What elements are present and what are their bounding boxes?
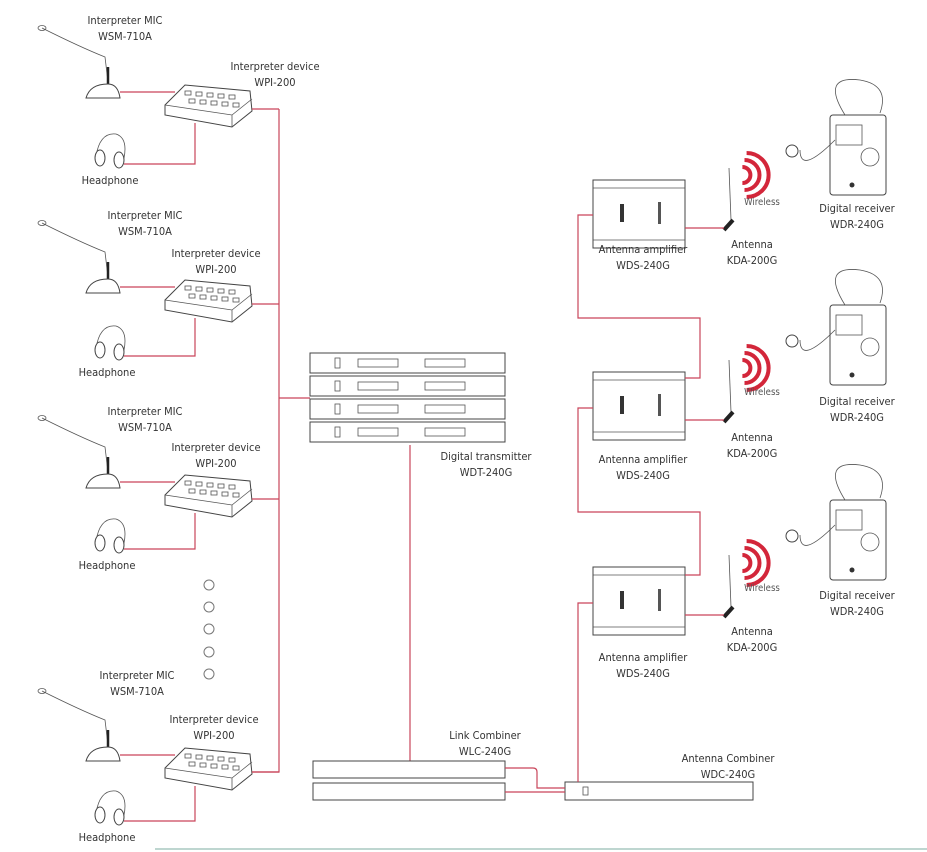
antenna-model: KDA-200G (727, 254, 778, 267)
link-combiner-unit (312, 760, 506, 779)
antenna-amplifier-label: Antenna amplifier (599, 243, 689, 256)
mic-model: WSM-710A (110, 685, 164, 698)
antenna-amplifier-icon (592, 371, 686, 441)
headphone-label: Headphone (79, 366, 136, 379)
antenna-amplifier-model: WDS-240G (616, 259, 670, 272)
earphone-icon (785, 144, 799, 158)
device-label: Interpreter device (171, 441, 260, 454)
headphone-icon (94, 518, 126, 554)
more-stations-dot (203, 601, 215, 613)
transmitter-unit (309, 398, 506, 420)
device-model: WPI-200 (195, 263, 236, 276)
headphone-icon (94, 133, 126, 169)
antenna-icon (722, 359, 735, 424)
antenna-icon (722, 167, 735, 232)
more-stations-dot (203, 646, 215, 658)
wireless-label: Wireless (744, 583, 780, 594)
more-stations-dot (203, 623, 215, 635)
mic-label: Interpreter MIC (108, 405, 183, 418)
interpreter-device-icon (164, 84, 253, 128)
receiver-model: WDR-240G (830, 411, 884, 424)
antenna-label: Antenna (731, 431, 773, 444)
wireless-label: Wireless (744, 387, 780, 398)
device-label: Interpreter device (171, 247, 260, 260)
receiver-model: WDR-240G (830, 605, 884, 618)
microphone-icon (37, 415, 121, 489)
antenna-amplifier-model: WDS-240G (616, 667, 670, 680)
device-model: WPI-200 (195, 457, 236, 470)
interpreter-device-icon (164, 474, 253, 518)
antenna-amplifier-label: Antenna amplifier (599, 651, 689, 664)
antenna-combiner-label: Antenna Combiner (682, 752, 776, 765)
more-stations-dot (203, 668, 215, 680)
mic-label: Interpreter MIC (108, 209, 183, 222)
transmitter-model: WDT-240G (460, 466, 513, 479)
receiver-label: Digital receiver (819, 202, 895, 215)
digital-receiver-icon (799, 79, 887, 196)
wireless-label: Wireless (744, 197, 780, 208)
antenna-amplifier-icon (592, 566, 686, 636)
mic-label: Interpreter MIC (100, 669, 175, 682)
earphone-icon (785, 529, 799, 543)
device-model: WPI-200 (254, 76, 295, 89)
microphone-icon (37, 688, 121, 762)
antenna-amplifier-model: WDS-240G (616, 469, 670, 482)
headphone-label: Headphone (82, 174, 139, 187)
interpreter-station: Interpreter MIC WSM-710A Interpreter devic… (37, 669, 279, 844)
more-stations-dot (203, 579, 215, 591)
earphone-icon (785, 334, 799, 348)
headphone-icon (94, 790, 126, 826)
interpreter-station: Interpreter MIC WSM-710A Interpreter devic… (37, 209, 279, 379)
link-combiner-model: WLC-240G (459, 745, 511, 758)
receiver-label: Digital receiver (819, 395, 895, 408)
antenna-amplifier-label: Antenna amplifier (599, 453, 689, 466)
interpreter-station: Interpreter MIC WSM-710A Interpreter devic… (37, 405, 279, 572)
headphone-icon (94, 325, 126, 361)
link-combiner-label: Link Combiner (449, 729, 521, 742)
device-model: WPI-200 (193, 729, 234, 742)
digital-receiver-icon (799, 464, 887, 581)
wireless-signal-icon (742, 151, 771, 199)
transmitter-label: Digital transmitter (441, 450, 533, 463)
transmitter-unit (309, 375, 506, 397)
link-combiner-unit (312, 782, 506, 801)
microphone-icon (37, 220, 121, 294)
microphone-icon (37, 25, 121, 99)
wireless-signal-icon (742, 539, 771, 587)
antenna-model: KDA-200G (727, 447, 778, 460)
digital-receiver-icon (799, 269, 887, 386)
receiver-model: WDR-240G (830, 218, 884, 231)
antenna-combiner-model: WDC-240G (701, 768, 755, 781)
antenna-icon (722, 554, 735, 619)
mic-model: WSM-710A (118, 421, 172, 434)
mic-model: WSM-710A (98, 30, 152, 43)
interpreter-device-icon (164, 279, 253, 323)
antenna-combiner-unit (564, 781, 754, 801)
device-label: Interpreter device (230, 60, 319, 73)
interpreter-device-icon (164, 747, 253, 791)
transmitter-unit (309, 352, 506, 374)
interpreter-bus-wire (252, 109, 280, 773)
antenna-label: Antenna (731, 625, 773, 638)
antenna-amplifier-icon (592, 179, 686, 249)
device-label: Interpreter device (169, 713, 258, 726)
transmitter-unit (309, 421, 506, 443)
mic-model: WSM-710A (118, 225, 172, 238)
antenna-model: KDA-200G (727, 641, 778, 654)
mic-label: Interpreter MIC (88, 14, 163, 27)
wireless-signal-icon (742, 344, 771, 392)
receiver-label: Digital receiver (819, 589, 895, 602)
distribution-zone: Antenna amplifierWDS-240GAntennaKDA-200G… (592, 464, 896, 680)
antenna-label: Antenna (731, 238, 773, 251)
interpreter-station: Interpreter MIC WSM-710A Interpreter devic… (37, 14, 320, 187)
headphone-label: Headphone (79, 831, 136, 844)
headphone-label: Headphone (79, 559, 136, 572)
